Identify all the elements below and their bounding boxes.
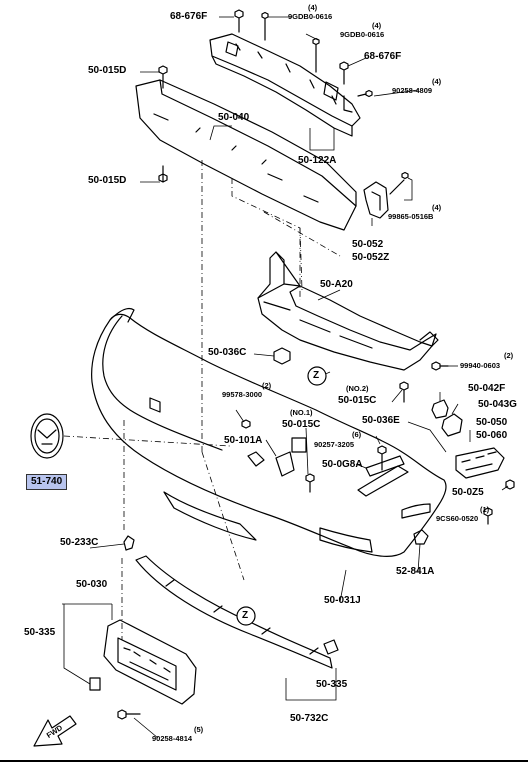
label-9CS60-0520: 9CS60-0520	[436, 514, 479, 523]
label-50-335-right: 50-335	[316, 679, 348, 690]
label-50-015D-mid: 50-015D	[88, 175, 127, 186]
label-90257-3205: 90257-3205	[314, 440, 355, 449]
label-50-030: 50-030	[76, 579, 108, 590]
bolt-9GDB0-0616-b	[312, 37, 320, 73]
z-marker-1-label: Z	[313, 370, 320, 381]
qty-label-5: (5)	[194, 725, 204, 734]
label-50-015C-mid: 50-015C	[282, 419, 321, 430]
bracket-50-043G	[441, 413, 463, 437]
label-50-732C: 50-732C	[290, 713, 329, 724]
label-50-052: 50-052	[352, 239, 384, 250]
bolt-68-676F-right	[339, 61, 349, 85]
qty-label-4d: (4)	[432, 203, 442, 212]
qty-label-1: (1)	[480, 505, 490, 514]
label-9GDB0-0616-a: 9GDB0-0616	[288, 12, 333, 21]
bolt-90258-4814	[117, 709, 141, 720]
emblem-51-740	[30, 413, 64, 459]
bracket-50-052	[363, 181, 389, 219]
qty-label-4a: (4)	[308, 3, 318, 12]
bolt-99865-0516B	[389, 171, 409, 195]
label-51-740[interactable]: 51-740	[26, 474, 68, 490]
label-no1: (NO.1)	[290, 408, 313, 417]
label-90258-4814: 90258-4814	[152, 734, 193, 743]
label-99578-3000: 99578-3000	[222, 390, 263, 399]
clip-50-233C	[123, 535, 135, 551]
label-99940-0603: 99940-0603	[460, 361, 501, 370]
license-plate-50-030	[103, 619, 197, 705]
fwd-arrow-icon	[33, 715, 77, 747]
lower-lip-50-732C	[135, 555, 339, 669]
label-50-122A: 50-122A	[298, 155, 337, 166]
bracket-50-101A	[275, 451, 295, 477]
qty-label-2b: (2)	[262, 381, 272, 390]
label-9GDB0-0616-b: 9GDB0-0616	[340, 30, 385, 39]
label-99865-0516B: 99865-0516B	[388, 212, 434, 221]
label-50-050: 50-050	[476, 417, 508, 428]
bolt-68-676F-top	[234, 9, 244, 33]
inner-support-50-A20	[257, 251, 439, 371]
bolt-50-015C-no2	[399, 381, 409, 403]
label-50-052Z: 50-052Z	[352, 252, 390, 263]
strip-50-0G8A	[365, 455, 405, 477]
label-50-031J: 50-031J	[324, 595, 361, 606]
label-50-A20: 50-A20	[320, 279, 353, 290]
energy-absorber-50-040	[135, 79, 357, 231]
clip-50-0Z5	[505, 479, 515, 490]
z-marker-2	[236, 606, 256, 626]
label-50-036C: 50-036C	[208, 347, 247, 358]
clip-99578-3000	[241, 419, 251, 429]
label-50-335-left: 50-335	[24, 627, 56, 638]
bracket-50-042F	[431, 399, 449, 419]
label-50-040: 50-040	[218, 112, 250, 123]
label-50-043G: 50-043G	[478, 399, 517, 410]
bumper-cover-50-031J	[91, 313, 447, 557]
qty-label-4c: (4)	[432, 77, 442, 86]
reinforcement-bar-50-122A	[209, 33, 361, 137]
label-52-841A: 52-841A	[396, 566, 435, 577]
z-marker-2-label: Z	[242, 610, 249, 621]
bottom-rule	[0, 760, 528, 762]
clip-52-841A	[413, 529, 429, 545]
label-50-0G8A: 50-0G8A	[322, 459, 363, 470]
bumper-side-left	[109, 307, 135, 323]
z-marker-1	[307, 366, 327, 386]
label-50-036E: 50-036E	[362, 415, 400, 426]
clip-50-335-left	[89, 677, 101, 691]
license-bracket-50-050	[455, 447, 505, 479]
qty-label-2a: (2)	[504, 351, 514, 360]
label-50-015D-top: 50-015D	[88, 65, 127, 76]
label-50-042F: 50-042F	[468, 383, 506, 394]
bolt-9CS60-0520	[483, 507, 493, 525]
qty-label-4b: (4)	[372, 21, 382, 30]
bolt-90258-4809	[357, 89, 373, 98]
label-90258-4809: 90258-4809	[392, 86, 433, 95]
label-68-676F-right: 68-676F	[364, 51, 402, 62]
label-50-0Z5: 50-0Z5	[452, 487, 484, 498]
bolt-9GDB0-0616-a	[261, 11, 269, 41]
label-50-233C: 50-233C	[60, 537, 99, 548]
label-50-101A: 50-101A	[224, 435, 263, 446]
bolt-50-015D-mid	[158, 165, 168, 183]
label-68-676F-top: 68-676F	[170, 11, 208, 22]
qty-label-6: (6)	[352, 430, 362, 439]
label-50-015C-right: 50-015C	[338, 395, 377, 406]
dashed-guides	[63, 160, 341, 640]
bolt-50-015C-no1	[305, 473, 315, 493]
bolt-90257-3205	[377, 445, 387, 471]
label-no2: (NO.2)	[346, 384, 369, 393]
label-50-060: 50-060	[476, 430, 508, 441]
leader-lines	[62, 16, 509, 739]
clip-50-036C	[273, 347, 291, 365]
